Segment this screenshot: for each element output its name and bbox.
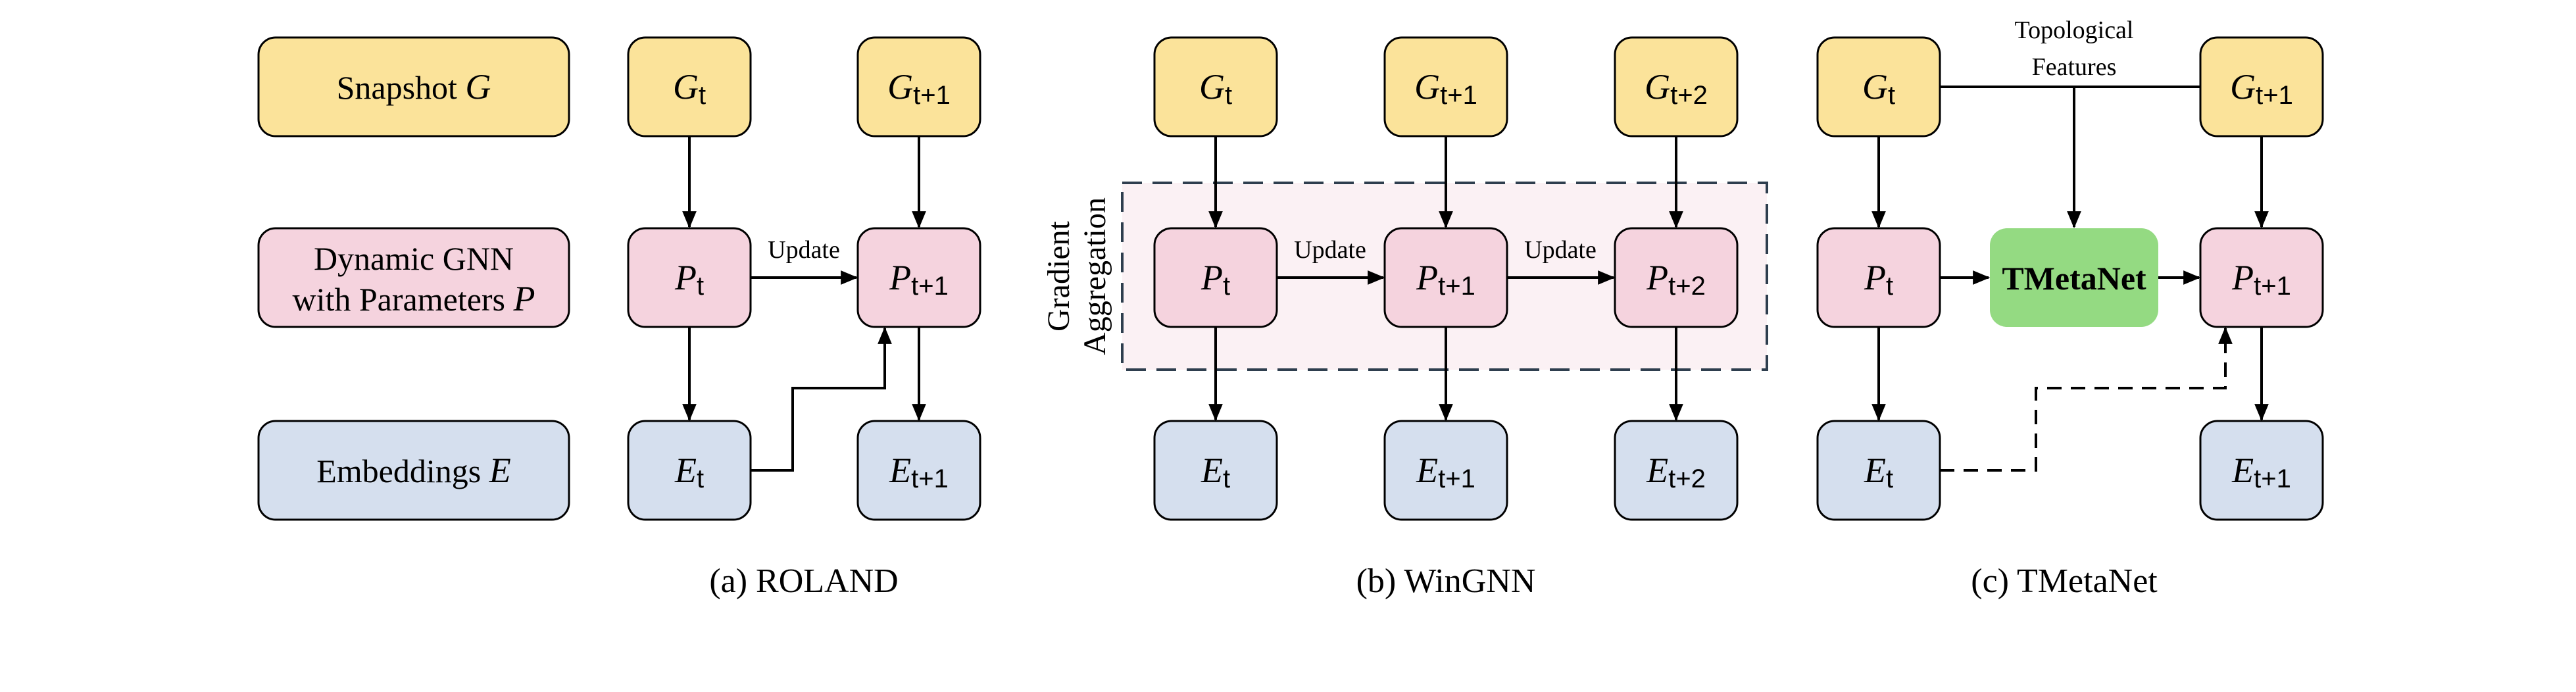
wingnn-pt-label: Pt: [1201, 258, 1230, 301]
roland-update-label: Update: [768, 236, 840, 264]
tmetanet-meta-box: [1990, 228, 2158, 327]
roland-caption: (a) ROLAND: [709, 562, 898, 600]
roland-pt1-label: Pt+1: [889, 258, 949, 301]
legend-dynamic-gnn-box: [257, 227, 570, 328]
tmetanet-arrow-et-pt1-dashed: [1940, 326, 2233, 472]
tmetanet-gt-label: Gt: [1862, 67, 1895, 110]
tmetanet-topo-label-line2: Features: [2032, 53, 2117, 81]
roland-pt-label: Pt: [674, 258, 704, 301]
wingnn-et1-label: Et+1: [1416, 451, 1475, 493]
tmetanet-topo-label-line1: Topological: [2015, 16, 2134, 44]
tmetanet-pt1-label: Pt+1: [2231, 258, 2291, 301]
roland-arrow-et-pt1: [751, 326, 892, 472]
wingnn-update-label-2: Update: [1524, 236, 1597, 264]
tmetanet-caption: (c) TMetaNet: [1971, 562, 2158, 600]
tmetanet-topo-label-bg: [1998, 9, 2150, 80]
legend-embeddings-label: Embeddings E: [316, 451, 510, 490]
tmetanet-gt1-label: Gt+1: [2230, 67, 2293, 110]
wingnn-et2-label: Et+2: [1646, 451, 1706, 493]
tmetanet-et-label: Et: [1864, 451, 1893, 493]
wingnn-aggregation-label-line2: Aggregation: [1077, 197, 1112, 355]
legend: Snapshot G Dynamic GNN with Parameters P…: [257, 36, 570, 521]
tmetanet-et1-label: Et+1: [2231, 451, 2291, 493]
panel-wingnn: Gradient Aggregation Gt Gt+1 Gt+2 Pt Pt+…: [1041, 36, 1768, 600]
wingnn-caption: (b) WinGNN: [1356, 562, 1536, 600]
wingnn-aggregation-label-line1: Gradient: [1041, 220, 1076, 332]
panel-roland: Gt Gt+1 Pt Pt+1 Et Et+1 Update (a) ROLAN…: [627, 36, 981, 600]
wingnn-pt1-label: Pt+1: [1416, 258, 1475, 301]
panel-tmetanet: Gt Gt+1 Pt TMetaNet Pt+1 Et Et+1 Topolog…: [1816, 9, 2324, 600]
wingnn-gt1-label: Gt+1: [1414, 67, 1477, 110]
wingnn-et-label: Et: [1201, 451, 1230, 493]
legend-snapshot-box: [257, 36, 570, 137]
wingnn-gt2-label: Gt+2: [1645, 67, 1708, 110]
roland-gt-label: Gt: [673, 67, 706, 110]
roland-gt1-label: Gt+1: [887, 67, 951, 110]
wingnn-gt-label: Gt: [1199, 67, 1232, 110]
wingnn-pt2-label: Pt+2: [1646, 258, 1706, 301]
wingnn-update-label-1: Update: [1294, 236, 1366, 264]
legend-dynamic-gnn-line1: Dynamic GNN: [314, 240, 514, 277]
tmetanet-meta-label: TMetaNet: [2002, 260, 2146, 297]
legend-snapshot-label: Snapshot G: [337, 67, 491, 107]
legend-embeddings-box: [257, 420, 570, 521]
legend-dynamic-gnn-line2: with Parameters P: [292, 279, 535, 318]
roland-et1-label: Et+1: [889, 451, 949, 493]
roland-et-label: Et: [674, 451, 704, 493]
tmetanet-pt-label: Pt: [1864, 258, 1893, 301]
